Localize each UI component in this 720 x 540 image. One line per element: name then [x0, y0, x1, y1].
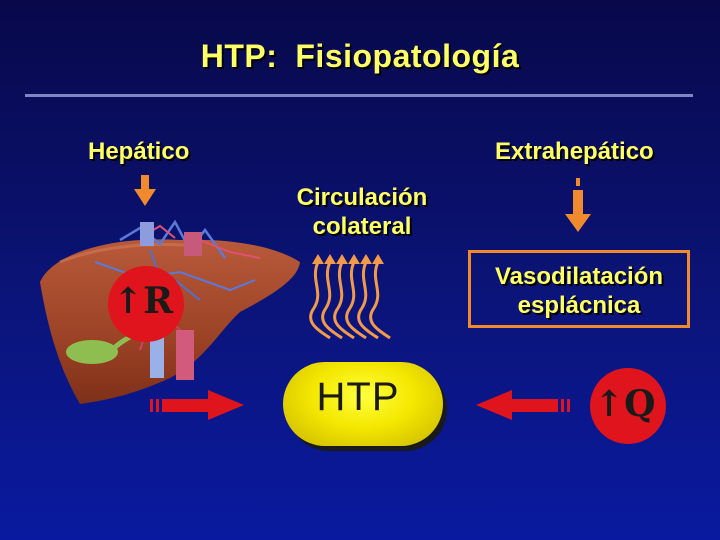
collateral-line-2: colateral	[312, 213, 412, 240]
resistance-circle	[108, 266, 184, 342]
vasodilation-box	[468, 250, 690, 328]
collateral-label: Circulación colateral	[272, 183, 452, 241]
vasodilation-line-2: esplácnica	[517, 292, 641, 319]
title-prefix: HTP:	[200, 38, 278, 74]
vasodilation-line-1: Vasodilatación	[494, 263, 664, 290]
hepatic-label: Hepático	[88, 138, 190, 165]
down-arrow-icon-extrahepatic	[565, 178, 591, 232]
vasodilation-label: Vasodilatación esplácnica	[468, 262, 690, 320]
slide-title: HTP: Fisiopatología	[0, 38, 720, 75]
flow-circle	[590, 368, 666, 444]
wavy-arrow-heads	[312, 254, 384, 264]
wavy-up-arrows-icon	[309, 261, 391, 340]
htp-pill	[283, 362, 443, 446]
left-arrow-icon	[476, 390, 570, 420]
htp-label: HTP	[316, 375, 400, 419]
title-divider	[25, 94, 693, 97]
right-arrow-icon	[150, 390, 244, 420]
down-arrow-icon-hepatic	[134, 175, 156, 206]
resistance-symbol: ↑R	[113, 280, 174, 322]
extrahepatic-label: Extrahepático	[495, 138, 654, 165]
title-main: Fisiopatología	[295, 38, 520, 74]
flow-symbol: ↑Q	[594, 383, 656, 425]
collateral-line-1: Circulación	[296, 184, 428, 211]
